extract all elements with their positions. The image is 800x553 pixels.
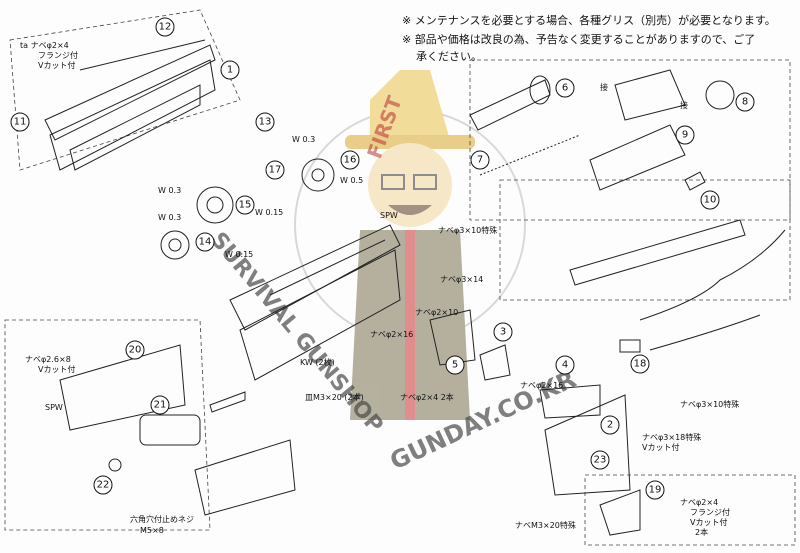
- part-callout-21: 21: [150, 395, 170, 415]
- part-callout-13: 13: [255, 112, 275, 132]
- label-w03-left: W 0.3: [158, 186, 181, 195]
- label-vcut-left: Vカット付: [38, 364, 75, 374]
- part-callout-7: 7: [470, 150, 490, 170]
- label-nabe-26x8: ナベφ2.6×8: [25, 355, 71, 364]
- part-callout-20: 20: [125, 340, 145, 360]
- label-vcut-right: Vカット付: [642, 442, 679, 452]
- part-callout-2: 2: [600, 415, 620, 435]
- part-number-4: 4: [562, 360, 568, 371]
- part-callout-5: 5: [445, 355, 465, 375]
- part-number-15: 15: [239, 200, 252, 211]
- part-callout-1: 1: [220, 60, 240, 80]
- label-w03-top: W 0.3: [292, 135, 315, 144]
- group-outline-right-top: [469, 59, 791, 221]
- group-outline-left-gearbox: [4, 319, 211, 531]
- part-callout-22: 22: [93, 475, 113, 495]
- part-callout-3: 3: [493, 322, 513, 342]
- label-kw2: KW (2枚): [300, 357, 335, 367]
- label-nabe-3x18: ナベφ3×18特殊: [642, 432, 701, 442]
- label-set-mark-1: 接: [600, 82, 608, 92]
- part-callout-12: 12: [155, 17, 175, 37]
- trigger-parts: [429, 309, 641, 536]
- cylinder-assembly: [469, 69, 735, 191]
- tappet-and-wiring: [569, 219, 786, 353]
- part-number-1: 1: [227, 65, 233, 76]
- label-w015-a: W 0.15: [255, 208, 283, 217]
- part-number-7: 7: [477, 155, 483, 166]
- label-nabe-2x16: ナベφ2×16: [370, 330, 413, 339]
- part-number-18: 18: [634, 359, 647, 370]
- part-callout-19: 19: [645, 480, 665, 500]
- label-w03-mid: W 0.3: [158, 213, 181, 222]
- label-nabe-3x10: ナベφ3×10特殊: [438, 225, 497, 235]
- part-callout-17: 17: [265, 160, 285, 180]
- label-nabe-3x14: ナベφ3×14: [440, 275, 483, 284]
- part-callout-11: 11: [10, 112, 30, 132]
- label-flange: フランジ付: [38, 50, 78, 60]
- label-nabe-2x4-2pcs: ナベφ2×4 2本: [400, 392, 454, 402]
- part-number-10: 10: [704, 195, 717, 206]
- label-nabe-2x16-right: ナベφ2×16: [520, 381, 563, 390]
- part-callout-6: 6: [555, 78, 575, 98]
- group-outline-right-mid: [499, 179, 791, 301]
- part-number-5: 5: [452, 360, 458, 371]
- part-callout-8: 8: [735, 92, 755, 112]
- label-spw-left: SPW: [45, 403, 63, 412]
- label-m3x20: 皿M3×20 (2本): [305, 392, 364, 402]
- label-w05: W 0.5: [340, 176, 363, 185]
- part-number-8: 8: [742, 97, 748, 108]
- label-spw-top: SPW: [380, 211, 398, 220]
- part-number-12: 12: [159, 22, 172, 33]
- part-callout-15: 15: [235, 195, 255, 215]
- part-callout-9: 9: [675, 125, 695, 145]
- group-outline-bottom-right: [584, 474, 796, 546]
- part-number-22: 22: [97, 480, 110, 491]
- part-number-19: 19: [649, 485, 662, 496]
- part-number-14: 14: [199, 237, 212, 248]
- fastener-labels: ta ナベφ2×4 フランジ付 Vカット付 W 0.3 W 0.5 W 0.3 …: [20, 41, 739, 537]
- label-nabe-2x10: ナベφ2×10: [415, 308, 458, 317]
- part-number-9: 9: [682, 130, 688, 141]
- part-number-11: 11: [14, 117, 27, 128]
- part-callout-16: 16: [340, 150, 360, 170]
- part-number-3: 3: [500, 327, 506, 338]
- part-number-23: 23: [594, 455, 607, 466]
- part-number-6: 6: [562, 83, 568, 94]
- label-vcut-bottom: Vカット付: [690, 517, 727, 527]
- group-outline-top-left: [9, 9, 241, 171]
- label-ta-2x4: ta ナベφ2×4: [20, 41, 69, 50]
- label-setscrew: 六角穴付止めネジ: [130, 514, 194, 524]
- part-number-16: 16: [344, 155, 357, 166]
- part-number-17: 17: [269, 165, 282, 176]
- watermark-logo: [294, 70, 526, 420]
- maintenance-note-line1: ※ メンテナンスを必要とする場合、各種グリス（別売）が必要となります。: [402, 14, 776, 27]
- part-callout-23: 23: [590, 450, 610, 470]
- label-nabe-3x10-right: ナベφ3×10特殊: [680, 399, 739, 409]
- label-vcut: Vカット付: [38, 60, 75, 70]
- label-nabe-m3x20: ナベM3×20特殊: [515, 520, 576, 530]
- maintenance-note-line2: ※ 部品や価格は改良の為、予告なく変更することがありますので、ご了: [402, 33, 756, 46]
- part-callout-14: 14: [195, 232, 215, 252]
- gear-set: [160, 158, 335, 260]
- part-number-2: 2: [607, 420, 613, 431]
- label-two-pcs: 2本: [695, 527, 708, 537]
- part-callout-4: 4: [555, 355, 575, 375]
- part-callout-10: 10: [700, 190, 720, 210]
- label-nabe-2x4-bottom: ナベφ2×4: [680, 498, 718, 507]
- gearbox-shell-part: [229, 224, 401, 381]
- label-w015-b: W 0.15: [225, 250, 253, 259]
- maintenance-note-line3: 承ください。: [416, 50, 482, 63]
- part-number-20: 20: [129, 345, 142, 356]
- label-m5x8: M5×8: [140, 526, 164, 535]
- label-set-mark-2: 接: [680, 100, 688, 110]
- part-number-13: 13: [259, 117, 272, 128]
- part-number-21: 21: [154, 400, 167, 411]
- upper-receiver-part: [44, 39, 216, 171]
- part-callout-18: 18: [630, 354, 650, 374]
- label-flange-bottom: フランジ付: [690, 507, 730, 517]
